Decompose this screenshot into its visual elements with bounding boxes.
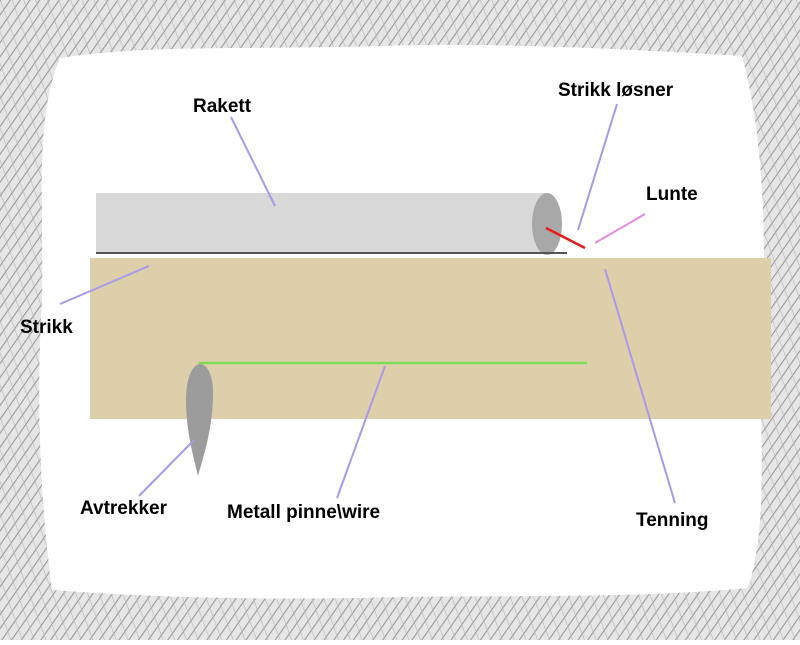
leader-lines — [59, 103, 676, 504]
label-rubber-release: Strikk løsner — [558, 80, 674, 101]
leader-ignition — [604, 268, 676, 504]
fuse — [545, 226, 586, 250]
rocket-body — [96, 193, 547, 254]
rocket-cap — [532, 193, 562, 255]
label-trigger: Avtrekker — [80, 498, 168, 519]
label-fuse: Lunte — [646, 184, 698, 205]
leader-rocket — [230, 116, 276, 207]
leader-fuse — [594, 213, 646, 244]
rocket — [96, 193, 562, 255]
leader-trigger — [138, 439, 195, 497]
leader-rubber-release — [577, 103, 618, 231]
leader-rubber — [59, 265, 150, 305]
label-rubber: Strikk — [20, 317, 73, 338]
label-rocket: Rakett — [193, 96, 252, 117]
label-ignition: Tenning — [636, 510, 708, 531]
label-metal-wire: Metall pinne\wire — [227, 502, 380, 523]
leader-metal-wire — [336, 365, 386, 499]
trigger — [186, 364, 214, 476]
